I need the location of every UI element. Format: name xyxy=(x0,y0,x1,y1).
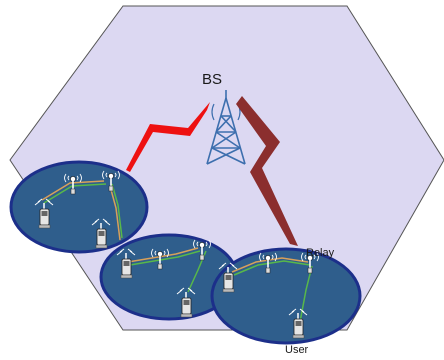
lightning-link-icon xyxy=(236,96,298,246)
user-label: User xyxy=(285,344,309,356)
user-cluster-left xyxy=(9,160,149,254)
base-station-label: BS xyxy=(202,71,222,88)
base-station-tower-icon xyxy=(206,90,246,165)
user-cluster-middle xyxy=(99,233,239,321)
relay-label: Relay xyxy=(306,247,335,259)
user-cluster-right xyxy=(210,247,362,345)
